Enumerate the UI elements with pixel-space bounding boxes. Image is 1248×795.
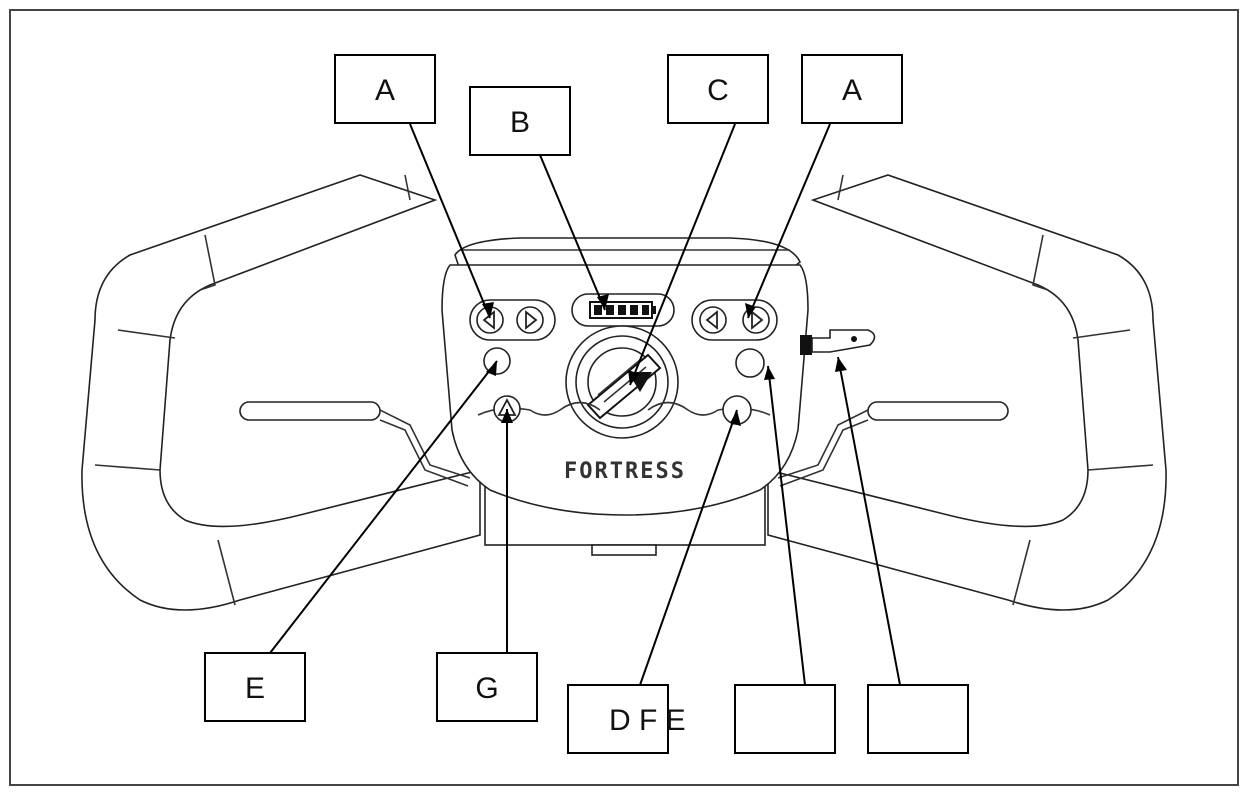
- callout-blank-1: [734, 684, 836, 754]
- callout-c: C: [667, 54, 769, 124]
- right-handlebar: [767, 174, 1167, 611]
- leader-lines: [269, 123, 901, 686]
- svg-text:A: A: [842, 74, 862, 107]
- svg-text:D F E: D F E: [609, 704, 686, 737]
- callout-blank-2: [867, 684, 969, 754]
- svg-text:E: E: [245, 672, 265, 705]
- callout-b: B: [469, 86, 571, 156]
- key-icon[interactable]: [800, 329, 876, 355]
- left-handlebar: [81, 174, 481, 611]
- battery-gauge-icon: [571, 293, 675, 327]
- right-arrow-icon[interactable]: [516, 306, 544, 334]
- left-brake-lever[interactable]: [239, 401, 381, 421]
- left-arrow-icon[interactable]: [699, 306, 727, 334]
- callout-e: E: [204, 652, 306, 722]
- speed-dial-knob[interactable]: [565, 325, 679, 439]
- brand-logo: FORTRESS: [564, 459, 686, 484]
- control-console: FORTRESS: [441, 237, 809, 516]
- callout-dfe: D F E: [567, 684, 686, 754]
- callout-a-left: A: [334, 54, 436, 124]
- svg-text:G: G: [475, 672, 498, 705]
- right-brake-lever[interactable]: [867, 401, 1009, 421]
- light-button[interactable]: [735, 348, 765, 378]
- diagram-frame: [9, 9, 1239, 786]
- svg-text:B: B: [510, 106, 530, 139]
- callout-a-right: A: [801, 54, 903, 124]
- callout-g: G: [436, 652, 538, 722]
- svg-text:A: A: [375, 74, 395, 107]
- svg-text:C: C: [707, 74, 729, 107]
